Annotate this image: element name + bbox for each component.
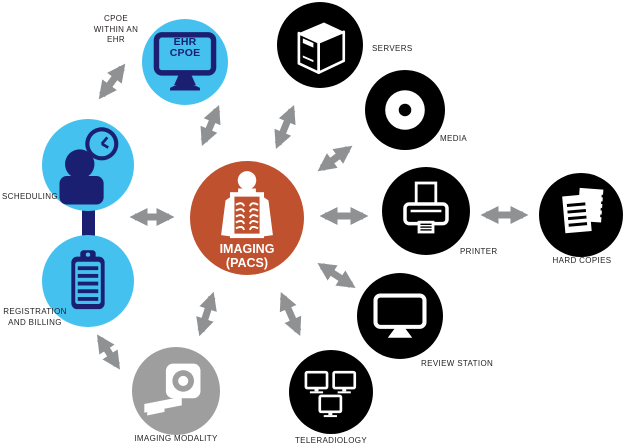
label-registration-billing: REGISTRATION AND BILLING <box>3 307 67 327</box>
documents-icon <box>562 187 606 234</box>
ehr-monitor-icon <box>153 32 217 91</box>
ct-scanner-icon <box>144 363 201 416</box>
node-media <box>365 70 445 150</box>
ehr-cpoe-screen-text: EHR CPOE <box>169 36 201 59</box>
node-review-station <box>357 273 443 359</box>
printer-icon <box>403 181 449 234</box>
arrow-scheduling-cpoe <box>98 63 126 100</box>
node-servers <box>277 2 363 88</box>
node-scheduling <box>42 119 134 211</box>
node-hard-copies <box>539 173 623 257</box>
label-servers: SERVERS <box>372 44 413 53</box>
xray-patient-icon <box>221 171 273 239</box>
node-imaging-pacs: IMAGING (PACS) <box>190 161 304 275</box>
clipboard-icon <box>71 250 105 310</box>
label-hard-copies: HARD COPIES <box>552 256 612 265</box>
arrow-center-modality <box>196 291 217 337</box>
imaging-pacs-label: IMAGING (PACS) <box>219 242 275 270</box>
label-cpoe: CPOE WITHIN AN EHR <box>93 14 139 44</box>
node-imaging-modality <box>132 347 220 435</box>
person-clock-icon <box>59 127 119 205</box>
node-ehr-cpoe: EHR CPOE <box>142 19 228 105</box>
three-monitors-icon <box>304 370 357 418</box>
label-printer: PRINTER <box>460 247 498 256</box>
label-teleradiology: TELERADIOLOGY <box>294 436 368 445</box>
monitor-icon <box>373 293 427 338</box>
arrow-registration-modality <box>97 334 120 370</box>
node-printer <box>382 167 470 255</box>
label-review-station: REVIEW STATION <box>421 359 494 368</box>
label-scheduling: SCHEDULING <box>2 192 58 201</box>
cd-disc-icon <box>385 90 425 130</box>
label-imaging-modality: IMAGING MODALITY <box>134 434 218 443</box>
arrow-center-cpoe <box>200 104 221 147</box>
server-tower-icon <box>297 22 346 75</box>
arrow-center-teleradiology <box>279 292 302 336</box>
node-teleradiology <box>289 350 373 434</box>
arrow-center-servers <box>274 104 296 150</box>
node-registration-billing <box>42 235 134 327</box>
arrow-center-review <box>317 263 356 288</box>
arrow-center-media <box>317 145 353 172</box>
label-media: MEDIA <box>440 134 468 143</box>
